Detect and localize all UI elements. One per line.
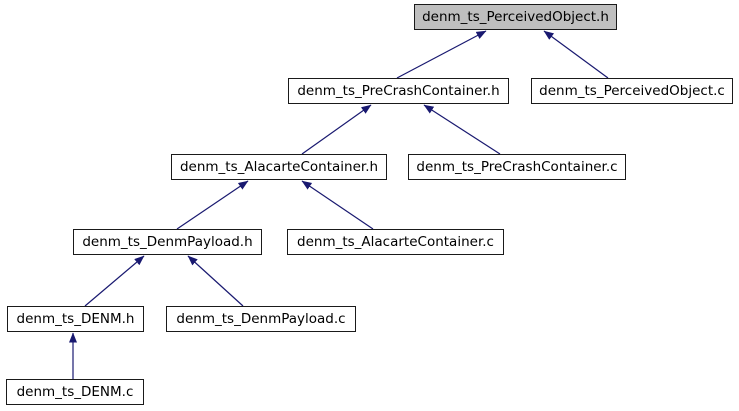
edge-alacartecontainer_c-to-alacartecontainer_h: [301, 180, 374, 230]
graph-node-label: denm_ts_DENM.c: [16, 384, 134, 400]
graph-node-denmpayload_h[interactable]: denm_ts_DenmPayload.h: [73, 229, 262, 255]
graph-node-perceivedobject_h[interactable]: denm_ts_PerceivedObject.h: [414, 4, 617, 30]
edge-denmpayload_c-to-denmpayload_h: [187, 255, 244, 307]
edge-denm_h-to-denmpayload_h: [84, 255, 145, 307]
graph-node-denm_h[interactable]: denm_ts_DENM.h: [7, 306, 144, 332]
graph-node-label: denm_ts_PerceivedObject.c: [539, 83, 725, 99]
graph-node-label: denm_ts_DenmPayload.c: [176, 311, 346, 327]
graph-node-perceivedobject_c[interactable]: denm_ts_PerceivedObject.c: [531, 78, 733, 104]
graph-node-alacartecontainer_h[interactable]: denm_ts_AlacarteContainer.h: [171, 154, 387, 180]
graph-node-precrashcontainer_h[interactable]: denm_ts_PreCrashContainer.h: [288, 78, 509, 104]
edge-perceivedobject_c-to-perceivedobject_h: [543, 30, 609, 79]
graph-node-label: denm_ts_AlacarteContainer.c: [297, 234, 494, 250]
graph-node-label: denm_ts_PreCrashContainer.c: [416, 159, 618, 175]
graph-node-label: denm_ts_AlacarteContainer.h: [179, 159, 379, 175]
edge-alacartecontainer_h-to-precrashcontainer_h: [301, 104, 372, 155]
graph-node-label: denm_ts_PreCrashContainer.h: [297, 83, 500, 99]
graph-node-denm_c[interactable]: denm_ts_DENM.c: [6, 379, 144, 405]
graph-node-label: denm_ts_DenmPayload.h: [82, 234, 253, 250]
graph-node-alacartecontainer_c[interactable]: denm_ts_AlacarteContainer.c: [287, 229, 504, 255]
edge-denmpayload_h-to-alacartecontainer_h: [176, 180, 249, 230]
graph-node-precrashcontainer_c[interactable]: denm_ts_PreCrashContainer.c: [408, 154, 626, 180]
edge-precrashcontainer_c-to-precrashcontainer_h: [423, 104, 501, 155]
graph-node-label: denm_ts_DENM.h: [16, 311, 135, 327]
edge-precrashcontainer_h-to-perceivedobject_h: [396, 30, 487, 79]
graph-node-label: denm_ts_PerceivedObject.h: [422, 9, 609, 25]
graph-node-denmpayload_c[interactable]: denm_ts_DenmPayload.c: [166, 306, 356, 332]
